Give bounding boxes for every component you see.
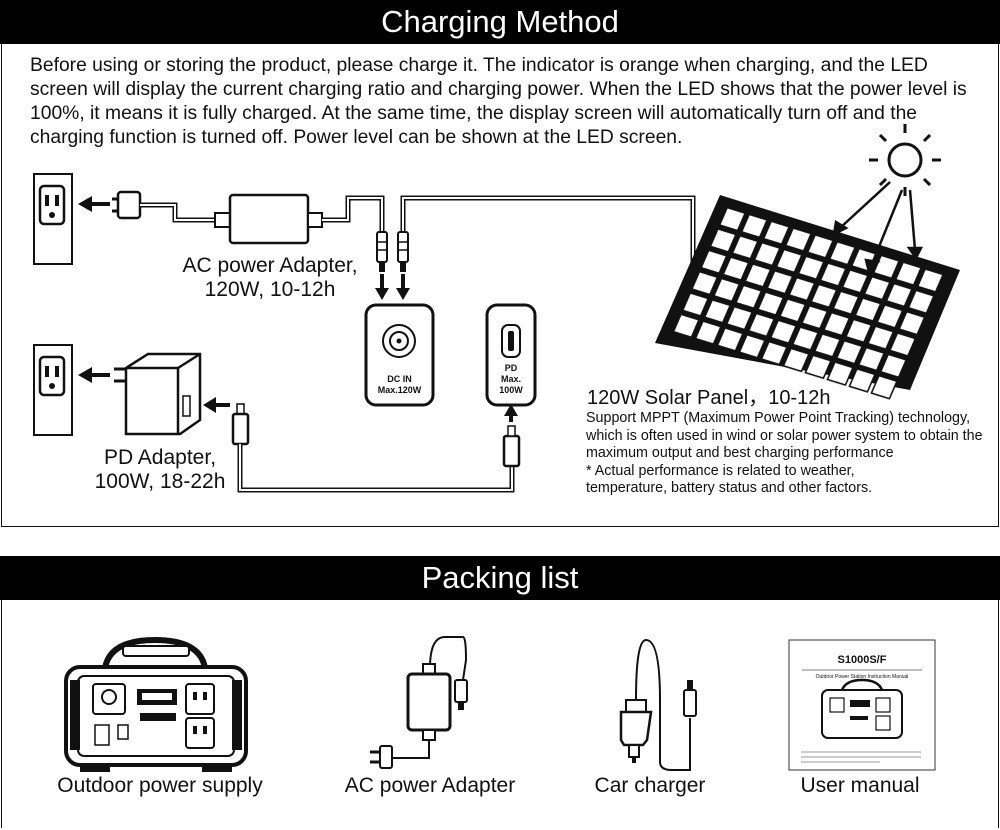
pd-adapter-label-line1: PD Adapter, [103,446,217,469]
packing-item-label: User manual [800,774,920,797]
sun-icon [869,124,941,196]
usb-c-plug-icon [231,403,250,446]
dc-in-port-label: DC IN Max.120W [366,374,433,396]
charging-method-title: Charging Method [381,4,619,39]
packing-list-header: Packing list [0,556,1000,600]
dc-plug-icon [376,231,388,272]
dc-plug-icon [397,231,409,272]
ac-adapter-brick-icon [214,193,323,245]
arrow-left-icon [203,397,230,413]
pd-adapter-label-line2: 100W, 18-22h [94,470,226,493]
solar-panel-title: 120W Solar Panel，10-12h [587,387,831,409]
ac-adapter-label: AC power Adapter, 120W, 10-12h [180,254,360,302]
manual-subtitle: Outdoor Power Station Instruction Manual [815,674,909,680]
solar-panel-icon [655,195,960,402]
charging-intro-text: Before using or storing the product, ple… [30,55,967,148]
sunlight-arrows [832,181,924,275]
solar-desc-line3: maximum output and best charging perform… [586,445,894,461]
wall-outlet-icon [33,344,73,436]
pd-port-label-line3: 100W [499,385,523,395]
packing-item-label: Car charger [594,774,706,797]
charging-intro: Before using or storing the product, ple… [30,54,980,150]
packing-item-label: AC power Adapter [344,774,516,797]
arrow-up-icon [504,404,518,422]
dc-in-port [364,303,435,407]
solar-desc-line2: which is often used in wind or solar pow… [586,427,983,444]
pd-port-label: PD Max. 100W [487,363,535,396]
solar-desc-line4: * Actual performance is related to weath… [586,462,855,479]
solar-desc-line5: temperature, battery status and other fa… [586,480,873,496]
pd-port-label-line1: PD [504,363,518,373]
solar-desc-line1: Support MPPT (Maximum Power Point Tracki… [586,410,971,426]
solar-panel-description: Support MPPT (Maximum Power Point Tracki… [586,410,996,498]
charging-method-frame [1,44,999,527]
ac-adapter-label-line2: 120W, 10-12h [204,278,336,301]
pd-port [485,303,537,407]
packing-list-frame [1,600,999,828]
ac-adapter-label-line1: AC power Adapter, [182,254,358,277]
manual-model: S1000S/F [837,654,887,666]
usb-c-plug-icon [502,425,521,468]
charging-method-header: Charging Method [0,0,1000,44]
arrow-left-icon [78,367,110,383]
wall-outlet-icon [33,173,73,265]
car-charger-icon [619,638,697,771]
pd-adapter-cube-icon [114,352,202,436]
arrow-down-icon [396,274,410,300]
pd-port-label-line2: Max. [500,374,521,384]
ac-adapter-icon [370,636,468,769]
pd-adapter-label: PD Adapter, 100W, 18-22h [80,446,240,494]
power-station-icon [64,636,248,772]
packing-item-label: Outdoor power supply [57,774,263,797]
packing-list-title: Packing list [421,560,579,595]
dc-in-label-line1: DC IN [387,374,412,384]
ac-plug-icon [112,190,142,220]
arrow-left-icon [78,196,110,212]
manual-icon [788,639,936,771]
arrow-down-icon [375,274,389,300]
dc-in-label-line2: Max.120W [377,385,422,395]
